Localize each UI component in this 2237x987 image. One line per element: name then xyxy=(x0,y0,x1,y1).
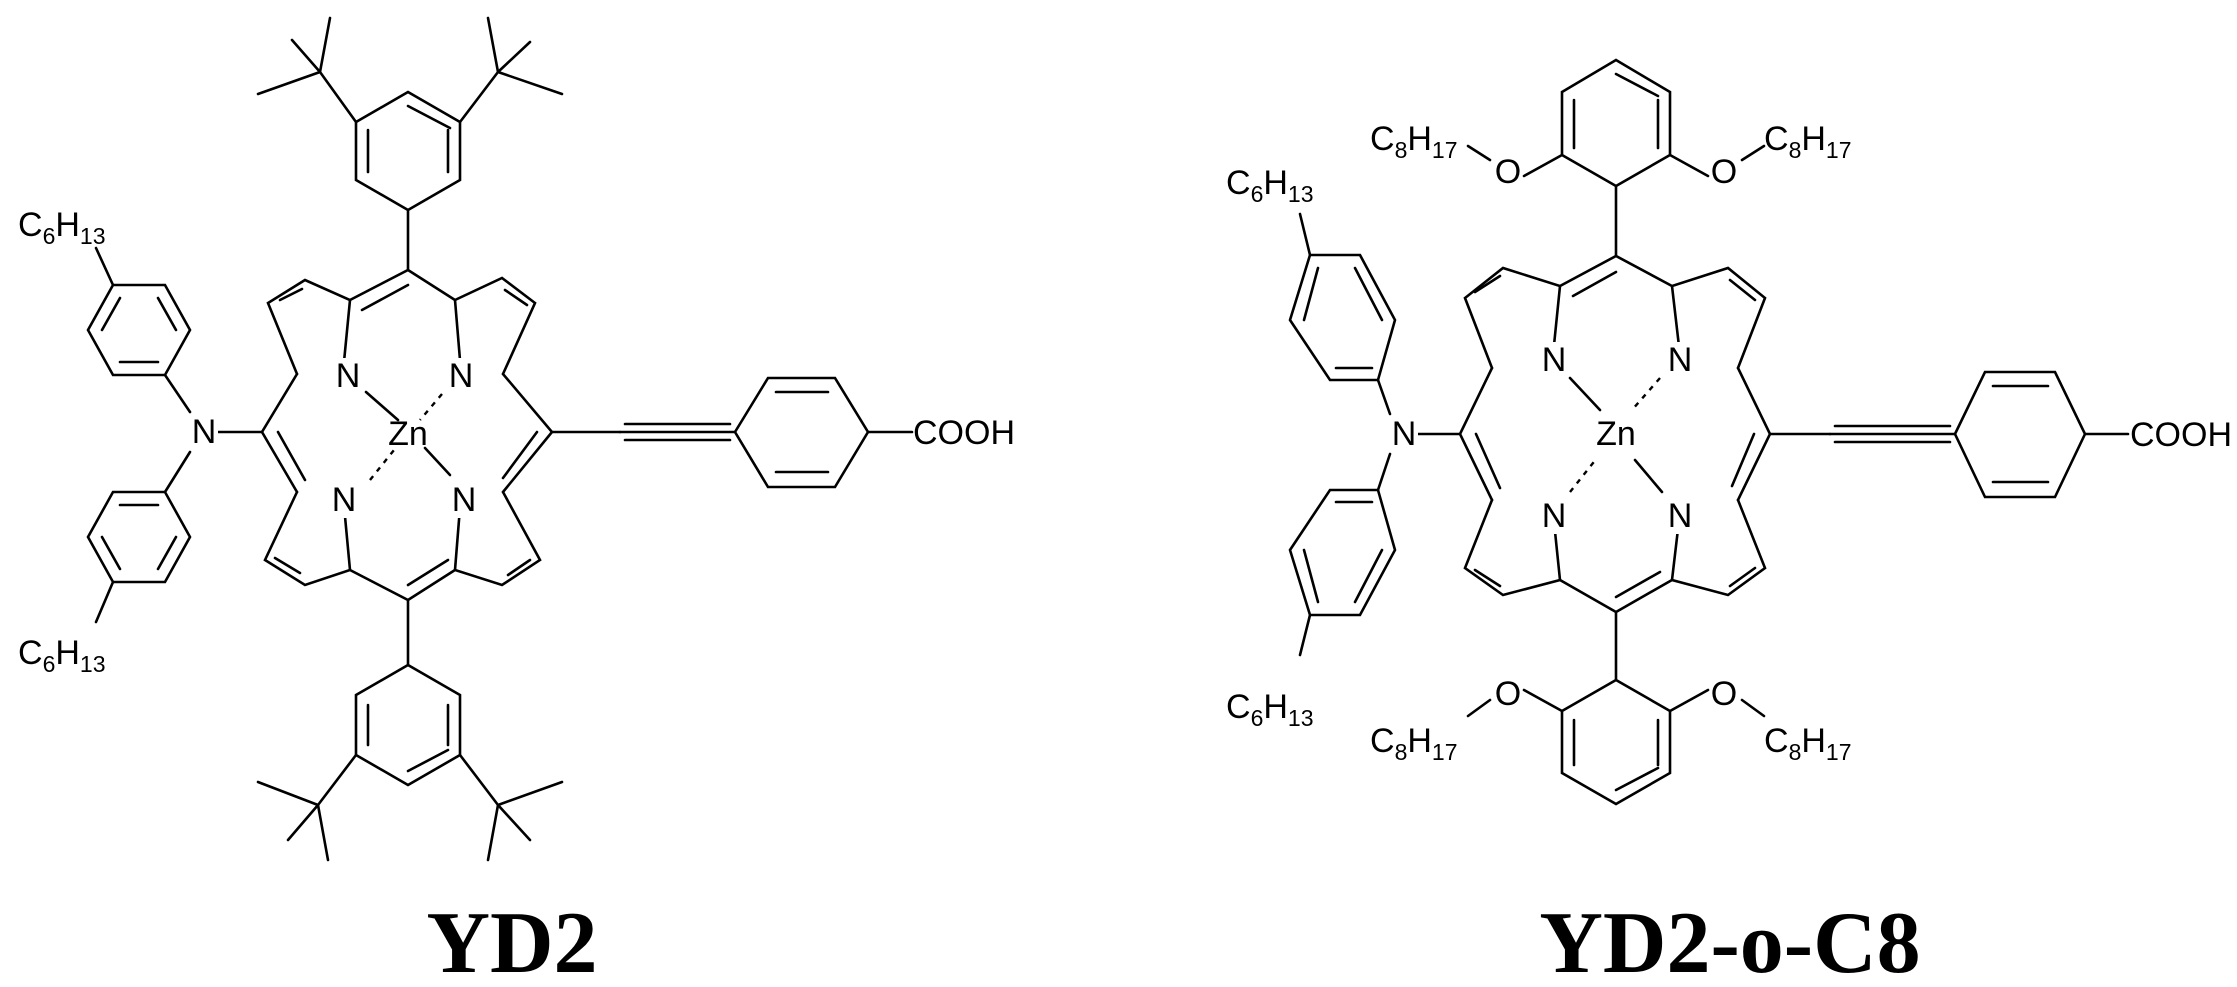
yd2-o-c8-atom-labels: N N N N Zn N COOH O O O O C6H13 C6H13 C8… xyxy=(1226,120,2232,765)
yd2-amine-nitrogen-label: N xyxy=(192,413,217,451)
yd2-o-c8-oxygen-label: O xyxy=(1495,675,1521,713)
yd2-zinc-label: Zn xyxy=(388,415,428,453)
yd2-o-c8-zinc-label: Zn xyxy=(1596,415,1636,453)
yd2-o-c8-nitrogen-label: N xyxy=(1668,341,1693,379)
yd2-o-c8-oxygen-label: O xyxy=(1495,153,1521,191)
yd2-o-c8-octyl-label-bottom-left: C8H17 xyxy=(1370,722,1458,765)
yd2-o-c8-nitrogen-label: N xyxy=(1542,497,1567,535)
yd2-hexyl-label-top: C6H13 xyxy=(18,206,106,249)
yd2-atom-labels: N N N N Zn N COOH C6H13 C6H13 xyxy=(18,206,1015,677)
yd2-nitrogen-label: N xyxy=(449,357,474,395)
yd2-hexyl-label-bottom: C6H13 xyxy=(18,634,106,677)
yd2-nitrogen-label: N xyxy=(336,357,361,395)
yd2-caption: YD2 xyxy=(426,895,597,987)
yd2-o-c8-hexyl-label-top: C6H13 xyxy=(1226,164,1314,207)
yd2-structure: N N N N Zn N COOH C6H13 C6H13 YD2 xyxy=(18,16,1015,987)
yd2-o-c8-amine-nitrogen-label: N xyxy=(1392,415,1417,453)
yd2-o-c8-caption: YD2-o-C8 xyxy=(1539,895,1920,987)
yd2-o-c8-oxygen-label: O xyxy=(1711,675,1737,713)
yd2-o-c8-nitrogen-label: N xyxy=(1542,341,1567,379)
yd2-o-c8-octyl-label-top-left: C8H17 xyxy=(1370,120,1458,163)
yd2-o-c8-oxygen-label: O xyxy=(1711,153,1737,191)
yd2-nitrogen-label: N xyxy=(452,481,477,519)
yd2-o-c8-nitrogen-label: N xyxy=(1668,497,1693,535)
yd2-o-c8-carboxylic-acid-label: COOH xyxy=(2130,416,2232,454)
yd2-o-c8-bonds xyxy=(1288,58,2130,806)
yd2-nitrogen-label: N xyxy=(332,481,357,519)
yd2-o-c8-octyl-label-bottom-right: C8H17 xyxy=(1764,722,1852,765)
yd2-o-c8-hexyl-label-bottom: C6H13 xyxy=(1226,688,1314,731)
yd2-bonds xyxy=(86,16,914,862)
yd2-o-c8-octyl-label-top-right: C8H17 xyxy=(1764,120,1852,163)
yd2-o-c8-structure: N N N N Zn N COOH O O O O C6H13 C6H13 C8… xyxy=(1226,58,2232,987)
yd2-carboxylic-acid-label: COOH xyxy=(913,414,1015,452)
